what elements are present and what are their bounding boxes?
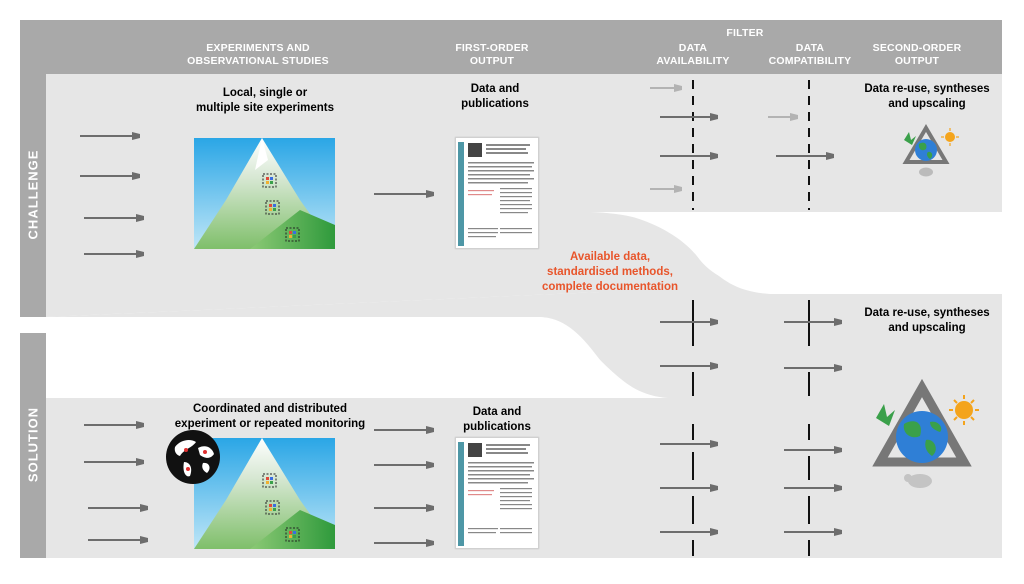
publication-page-icon <box>458 442 534 546</box>
site-marker <box>262 173 300 242</box>
solution-output-label-line1: Data and <box>472 406 522 418</box>
filter-header: FILTER <box>726 27 764 39</box>
solution-experiment-label-line2: experiment or repeated monitoring <box>174 418 366 430</box>
challenge-output-label-line1: Data and <box>470 83 520 95</box>
challenge-filter-arrows <box>650 88 832 189</box>
first-order-header-line2: OUTPUT <box>469 55 515 67</box>
solution-second-output-label: Data re-use, syntheses and upscaling <box>852 306 1002 336</box>
solution-input-arrows <box>84 425 432 543</box>
first-order-header: FIRST-ORDER OUTPUT <box>432 42 552 68</box>
publication-page-icon <box>458 142 534 246</box>
requirements-line3: complete documentation <box>541 281 679 293</box>
header-band <box>20 20 1002 74</box>
synthesis-earth-large-icon <box>872 378 979 488</box>
data-compatibility-header-line2: COMPATIBILITY <box>768 55 852 67</box>
solution-output-label-line2: publications <box>463 421 531 433</box>
solution-second-output-label-line1: Data re-use, syntheses <box>864 307 990 319</box>
solution-output-label: Data and publications <box>442 405 552 435</box>
experiments-header-line2: OBSERVATIONAL STUDIES <box>187 55 329 67</box>
challenge-second-output-label-line2: and upscaling <box>888 98 966 110</box>
solution-gap <box>46 317 668 398</box>
requirements-text: Available data, standardised methods, co… <box>520 250 700 295</box>
data-availability-header-line1: DATA <box>678 42 708 54</box>
challenge-gap <box>590 212 1002 294</box>
solution-mountain-image <box>166 430 335 549</box>
second-order-header-line1: SECOND-ORDER <box>872 42 962 54</box>
challenge-filter-lines <box>692 80 810 210</box>
second-order-header: SECOND-ORDER OUTPUT <box>862 42 972 68</box>
challenge-publication-thumbnail <box>455 137 539 249</box>
data-compatibility-header: DATA COMPATIBILITY <box>760 42 860 68</box>
second-order-header-line2: OUTPUT <box>894 55 940 67</box>
requirements-line1: Available data, <box>569 251 651 263</box>
challenge-experiment-label-line2: multiple site experiments <box>195 102 335 114</box>
challenge-experiment-label: Local, single or multiple site experimen… <box>170 86 360 116</box>
solution-publication-thumbnail <box>455 437 539 549</box>
challenge-output-label: Data and publications <box>440 82 550 112</box>
solution-experiment-label-line1: Coordinated and distributed <box>193 403 347 415</box>
synthesis-earth-small-icon <box>902 124 959 177</box>
data-availability-header: DATA AVAILABILITY <box>648 42 738 68</box>
solution-experiment-label: Coordinated and distributed experiment o… <box>150 402 390 432</box>
challenge-second-output-label: Data re-use, syntheses and upscaling <box>852 82 1002 112</box>
first-order-header-line1: FIRST-ORDER <box>455 42 529 54</box>
solution-side-strip <box>20 333 46 558</box>
challenge-output-label-line2: publications <box>461 98 529 110</box>
solution-second-output-label-line2: and upscaling <box>888 322 966 334</box>
experiments-header: EXPERIMENTS AND OBSERVATIONAL STUDIES <box>168 42 348 68</box>
challenge-mountain-image <box>194 138 335 249</box>
data-availability-header-line2: AVAILABILITY <box>656 55 730 67</box>
challenge-input-arrows <box>80 136 432 254</box>
experiments-header-line1: EXPERIMENTS AND <box>206 42 310 54</box>
requirements-line2: standardised methods, <box>547 266 673 278</box>
challenge-second-output-label-line1: Data re-use, syntheses <box>864 83 990 95</box>
data-compatibility-header-line1: DATA <box>795 42 825 54</box>
challenge-side-strip <box>20 74 46 317</box>
challenge-experiment-label-line1: Local, single or <box>222 87 308 99</box>
solution-filter-arrows <box>660 322 840 532</box>
globe-network-icon <box>166 430 220 484</box>
solution-filter-lines <box>692 300 810 556</box>
